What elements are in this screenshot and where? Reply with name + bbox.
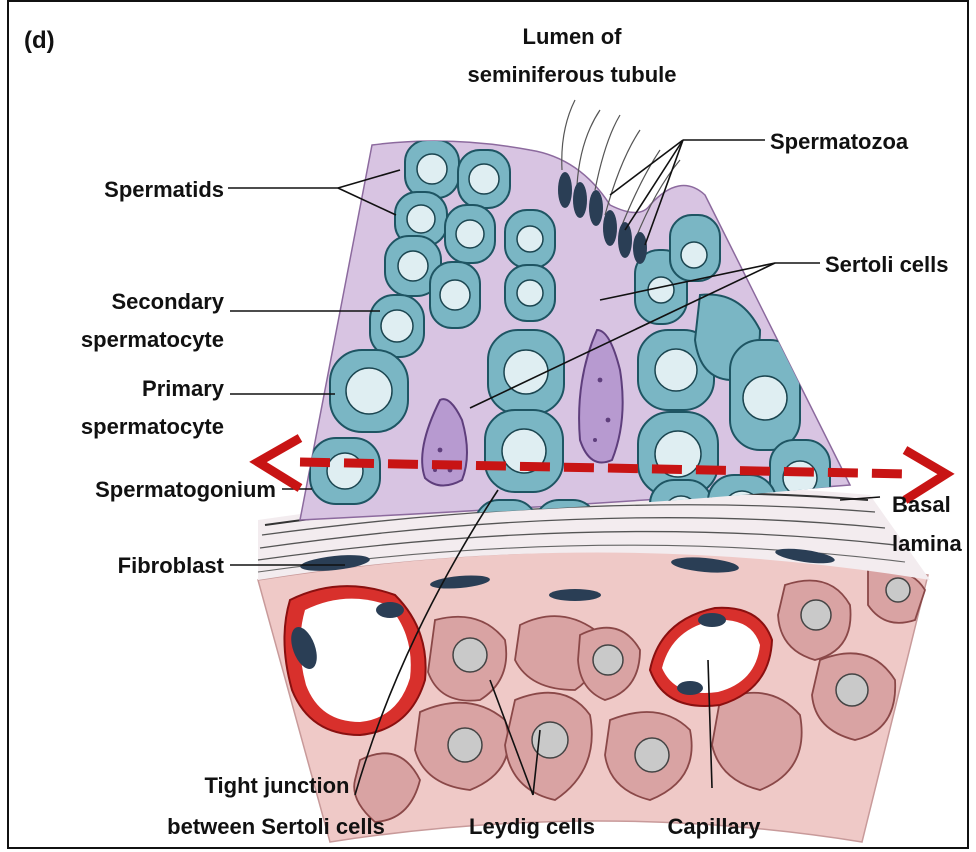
sertoli-cells-label: Sertoli cells [825, 252, 949, 277]
leydig-nucleus [801, 600, 831, 630]
leydig-nucleus [453, 638, 487, 672]
secondary-spermatocyte-label-line1: Secondary [112, 289, 225, 314]
basal-lamina-label-line1: Basal [892, 492, 951, 517]
spermatozoa-label: Spermatozoa [770, 129, 909, 154]
lumen-label-line1: Lumen of [523, 24, 623, 49]
panel-letter: (d) [24, 27, 55, 54]
basal-lamina-label-line2: lamina [892, 531, 962, 556]
leydig-nucleus [448, 728, 482, 762]
leydig-nucleus [593, 645, 623, 675]
lumen-label-line2: seminiferous tubule [467, 62, 676, 87]
capillary-label: Capillary [668, 814, 762, 839]
secondary-spermatocyte-label-line2: spermatocyte [81, 327, 224, 352]
leydig-nucleus [635, 738, 669, 772]
spermatids-label: Spermatids [104, 177, 224, 202]
tight-junction-label-line1: Tight junction [204, 773, 349, 798]
tight-junction-label-line2: between Sertoli cells [167, 814, 385, 839]
leydig-cells-label: Leydig cells [469, 814, 595, 839]
primary-spermatocyte-label-line1: Primary [142, 376, 225, 401]
spermatogonium-label: Spermatogonium [95, 477, 276, 502]
primary-spermatocyte-label-line2: spermatocyte [81, 414, 224, 439]
leydig-nucleus [886, 578, 910, 602]
fibroblast-label: Fibroblast [118, 553, 225, 578]
leydig-nucleus [836, 674, 868, 706]
